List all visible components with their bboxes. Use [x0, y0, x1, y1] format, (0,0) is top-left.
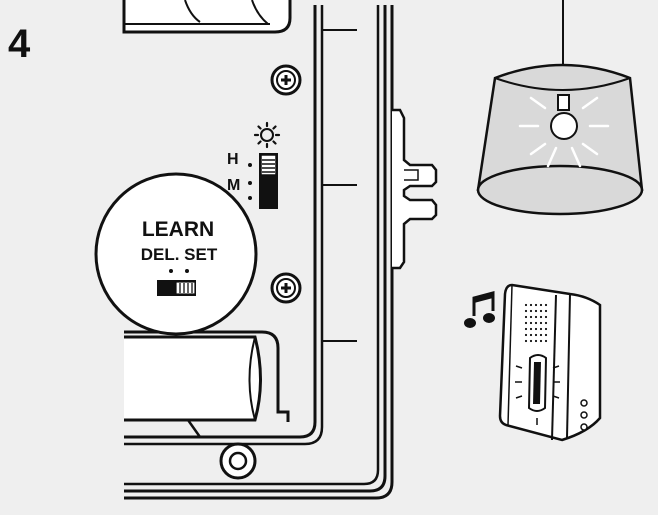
step-number: 4: [8, 22, 31, 66]
pendant-lamp: [476, 0, 644, 216]
brightness-dot-l: [248, 196, 252, 200]
door-chime: [498, 283, 602, 442]
brightness-label-h: H: [227, 151, 239, 168]
brightness-dot-m: [248, 181, 252, 185]
learn-label: LEARN: [142, 218, 214, 241]
del-dot: [169, 269, 173, 273]
brightness-dot-h: [248, 163, 252, 167]
set-dot: [185, 269, 189, 273]
bottom-battery: [124, 330, 290, 438]
del-set-label: DEL. SET: [141, 245, 218, 264]
music-note-icon: [464, 291, 495, 328]
top-battery: [122, 0, 292, 34]
brightness-label-m: M: [227, 177, 240, 194]
learn-callout-circle: [94, 172, 258, 336]
brightness-slider-switch[interactable]: [259, 153, 278, 209]
sun-icon: [253, 121, 281, 149]
learn-slide-switch[interactable]: [157, 280, 196, 296]
screw-top: [270, 64, 302, 96]
screw-bottom: [270, 272, 302, 304]
mounting-hole: [219, 442, 257, 480]
receiver-housing: [124, 5, 438, 500]
